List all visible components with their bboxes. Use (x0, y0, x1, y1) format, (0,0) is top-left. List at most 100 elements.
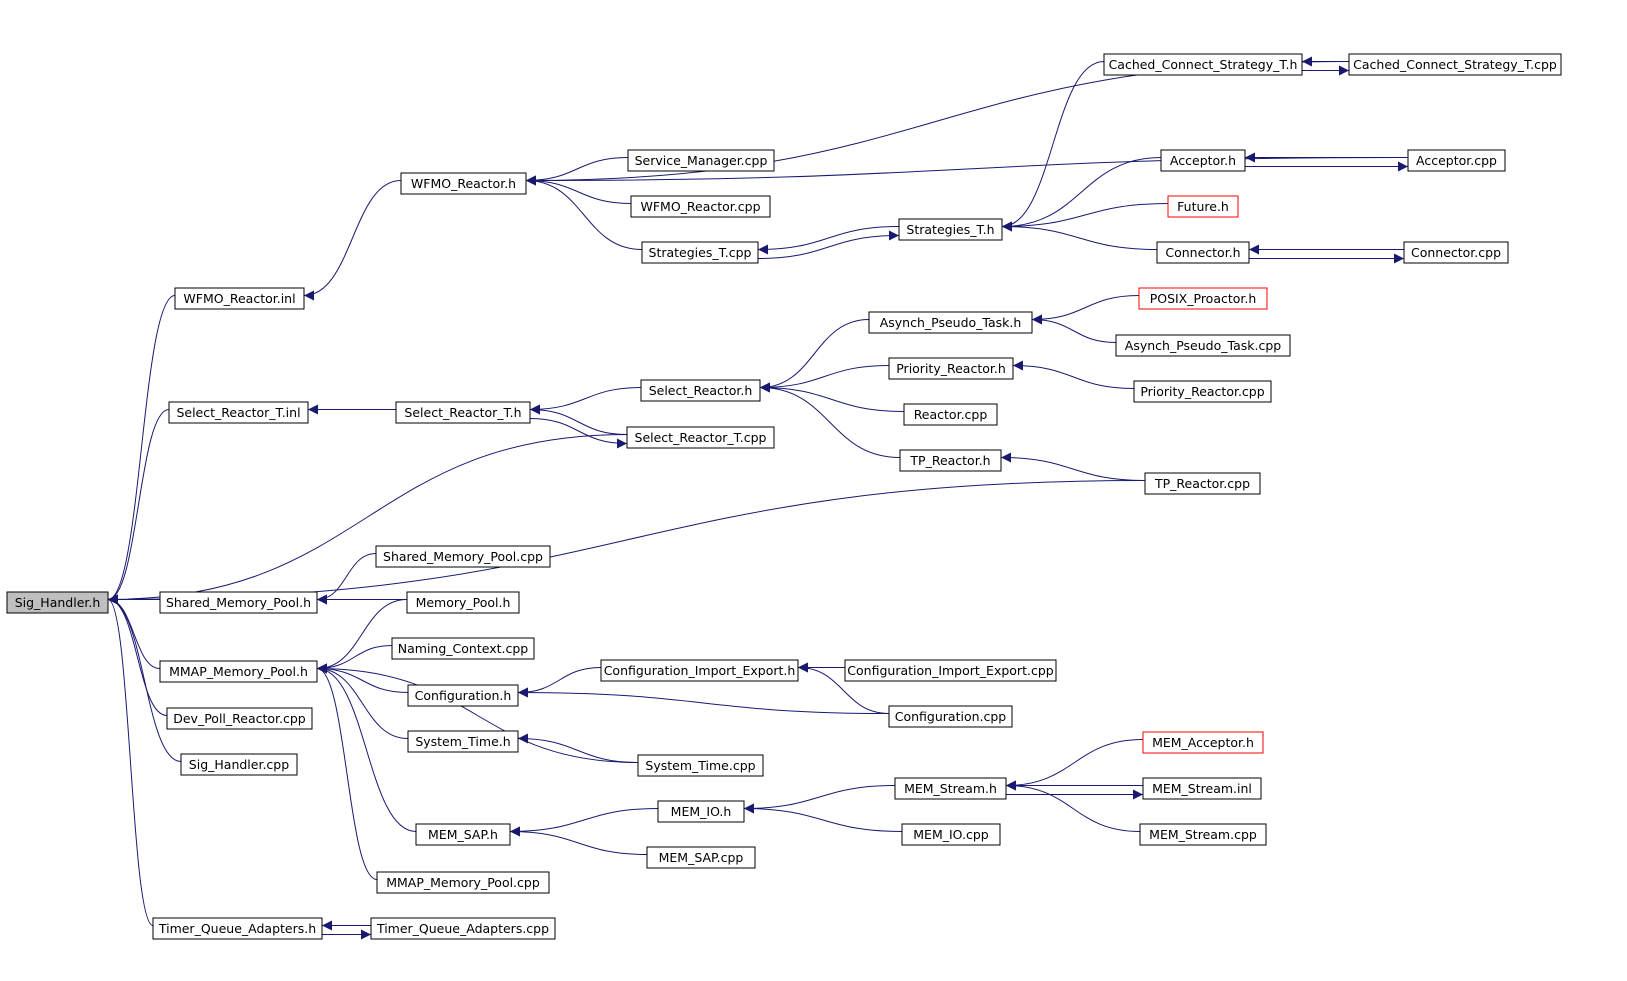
node-mem-stream-inl[interactable]: MEM_Stream.inl (1142, 777, 1262, 800)
node-priority-reactor-cpp[interactable]: Priority_Reactor.cpp (1133, 380, 1272, 403)
node-box (391, 637, 535, 660)
node-acceptor-h[interactable]: Acceptor.h (1160, 149, 1246, 172)
node-mem-io-cpp[interactable]: MEM_IO.cpp (901, 823, 1001, 846)
edge-mmap_memory_pool_h-to-sig_handler_h (107, 594, 161, 669)
node-tp-reactor-cpp[interactable]: TP_Reactor.cpp (1144, 472, 1261, 495)
node-mem-stream-h[interactable]: MEM_Stream.h (894, 777, 1007, 800)
node-label: Acceptor.h (1170, 153, 1236, 168)
node-box (898, 218, 1003, 241)
node-cached-connect-strategy-t-h[interactable]: Cached_Connect_Strategy_T.h (1103, 53, 1303, 76)
node-sig-handler-h[interactable]: Sig_Handler.h (6, 591, 109, 614)
node-mem-sap-h[interactable]: MEM_SAP.h (415, 823, 511, 846)
node-label: Memory_Pool.h (416, 595, 511, 610)
node-box (174, 287, 305, 310)
node-future-h[interactable]: Future.h (1167, 195, 1239, 218)
node-box (375, 545, 551, 568)
node-strategies-t-cpp[interactable]: Strategies_T.cpp (641, 241, 759, 264)
edge-mem_stream_cpp-to-mem_stream_h (1005, 780, 1141, 832)
node-sig-handler-cpp[interactable]: Sig_Handler.cpp (180, 753, 298, 776)
node-mem-stream-cpp[interactable]: MEM_Stream.cpp (1139, 823, 1267, 846)
edge-priority_reactor_cpp-to-priority_reactor_h (1012, 360, 1135, 389)
node-configuration-import-export-h[interactable]: Configuration_Import_Export.h (600, 659, 799, 682)
node-system-time-h[interactable]: System_Time.h (407, 730, 519, 753)
node-connector-h[interactable]: Connector.h (1156, 241, 1250, 264)
edge-asynch_pseudo_task_cpp-to-asynch_pseudo_task_h (1031, 314, 1117, 343)
node-mmap-memory-pool-h[interactable]: MMAP_Memory_Pool.h (159, 660, 318, 683)
node-label: System_Time.h (415, 734, 510, 749)
node-asynch-pseudo-task-h[interactable]: Asynch_Pseudo_Task.h (868, 311, 1033, 334)
node-box (1403, 241, 1509, 264)
node-shared-memory-pool-h[interactable]: Shared_Memory_Pool.h (159, 591, 318, 614)
node-select-reactor-h[interactable]: Select_Reactor.h (640, 379, 761, 402)
node-mmap-memory-pool-cpp[interactable]: MMAP_Memory_Pool.cpp (376, 871, 550, 894)
edge-priority_reactor_h-to-select_reactor_h (759, 365, 890, 393)
node-label: Configuration.h (415, 688, 512, 703)
node-mem-acceptor-h[interactable]: MEM_Acceptor.h (1142, 731, 1264, 754)
node-reactor-cpp[interactable]: Reactor.cpp (903, 403, 998, 426)
node-box (903, 403, 998, 426)
edge-timer_queue_adapters_h-to-sig_handler_h (107, 594, 154, 926)
edge-select_reactor_t_h-to-select_reactor_t_cpp (529, 418, 628, 449)
node-label: MEM_Acceptor.h (1152, 735, 1254, 750)
node-select-reactor-t-inl[interactable]: Select_Reactor_T.inl (168, 401, 309, 424)
node-wfmo-reactor-h[interactable]: WFMO_Reactor.h (400, 172, 527, 195)
node-configuration-cpp[interactable]: Configuration.cpp (888, 705, 1013, 728)
node-box (888, 705, 1013, 728)
node-asynch-pseudo-task-cpp[interactable]: Asynch_Pseudo_Task.cpp (1115, 334, 1291, 357)
edge-configuration_h-to-mmap_memory_pool_h (316, 663, 409, 693)
node-service-manager-cpp[interactable]: Service_Manager.cpp (627, 149, 775, 172)
node-box (641, 241, 759, 264)
node-box (1144, 472, 1261, 495)
node-configuration-h[interactable]: Configuration.h (407, 684, 519, 707)
node-box (868, 311, 1033, 334)
node-select-reactor-t-cpp[interactable]: Select_Reactor_T.cpp (626, 426, 775, 449)
node-label: MEM_Stream.cpp (1149, 827, 1257, 842)
node-label: TP_Reactor.h (909, 453, 990, 468)
edge-tp_reactor_h-to-select_reactor_h (759, 382, 901, 458)
edge-shared_memory_pool_cpp-to-shared_memory_pool_h (316, 553, 377, 605)
node-box (1407, 149, 1506, 172)
node-box (1160, 149, 1246, 172)
node-mem-io-h[interactable]: MEM_IO.h (657, 800, 745, 823)
node-connector-cpp[interactable]: Connector.cpp (1403, 241, 1509, 264)
node-system-time-cpp[interactable]: System_Time.cpp (637, 754, 764, 777)
node-dev-poll-reactor-cpp[interactable]: Dev_Poll_Reactor.cpp (166, 707, 313, 730)
node-posix-proactor-h[interactable]: POSIX_Proactor.h (1138, 287, 1268, 310)
node-shared-memory-pool-cpp[interactable]: Shared_Memory_Pool.cpp (375, 545, 551, 568)
node-timer-queue-adapters-h[interactable]: Timer_Queue_Adapters.h (152, 917, 323, 940)
node-mem-sap-cpp[interactable]: MEM_SAP.cpp (646, 846, 756, 869)
node-box (1103, 53, 1303, 76)
node-label: WFMO_Reactor.inl (183, 291, 295, 306)
edge-configuration_cpp-to-configuration_import_export_h (797, 662, 890, 714)
node-label: Shared_Memory_Pool.h (166, 595, 311, 610)
node-configuration-import-export-cpp[interactable]: Configuration_Import_Export.cpp (844, 659, 1057, 682)
node-select-reactor-t-h[interactable]: Select_Reactor_T.h (395, 401, 531, 424)
edge-configuration_import_export_h-to-configuration_h (517, 667, 602, 698)
node-label: Strategies_T.h (906, 222, 994, 237)
edge-select_reactor_h-to-select_reactor_t_h (529, 387, 642, 415)
edge-configuration_cpp-to-configuration_h (517, 687, 890, 714)
node-wfmo-reactor-inl[interactable]: WFMO_Reactor.inl (174, 287, 305, 310)
node-box (646, 846, 756, 869)
edge-naming_context_cpp-to-mmap_memory_pool_h (316, 645, 393, 674)
node-box (395, 401, 531, 424)
edge-mem_io_cpp-to-mem_io_h (743, 803, 903, 832)
node-naming-context-cpp[interactable]: Naming_Context.cpp (391, 637, 535, 660)
edge-sig_handler_cpp-to-sig_handler_h (107, 594, 182, 762)
node-label: MMAP_Memory_Pool.cpp (386, 875, 540, 890)
edge-tp_reactor_cpp-to-tp_reactor_h (1000, 452, 1146, 481)
edge-connector_h-to-strategies_t_h (1001, 221, 1158, 250)
node-wfmo-reactor-cpp[interactable]: WFMO_Reactor.cpp (630, 195, 771, 218)
node-cached-connect-strategy-t-cpp[interactable]: Cached_Connect_Strategy_T.cpp (1348, 53, 1562, 76)
node-priority-reactor-h[interactable]: Priority_Reactor.h (888, 357, 1014, 380)
node-strategies-t-h[interactable]: Strategies_T.h (898, 218, 1003, 241)
node-box (630, 195, 771, 218)
node-box (370, 917, 556, 940)
node-acceptor-cpp[interactable]: Acceptor.cpp (1407, 149, 1506, 172)
node-memory-pool-h[interactable]: Memory_Pool.h (406, 591, 520, 614)
node-box (657, 800, 745, 823)
node-tp-reactor-h[interactable]: TP_Reactor.h (899, 449, 1002, 472)
node-timer-queue-adapters-cpp[interactable]: Timer_Queue_Adapters.cpp (370, 917, 556, 940)
node-label: Select_Reactor.h (649, 383, 753, 398)
node-box (1142, 731, 1264, 754)
